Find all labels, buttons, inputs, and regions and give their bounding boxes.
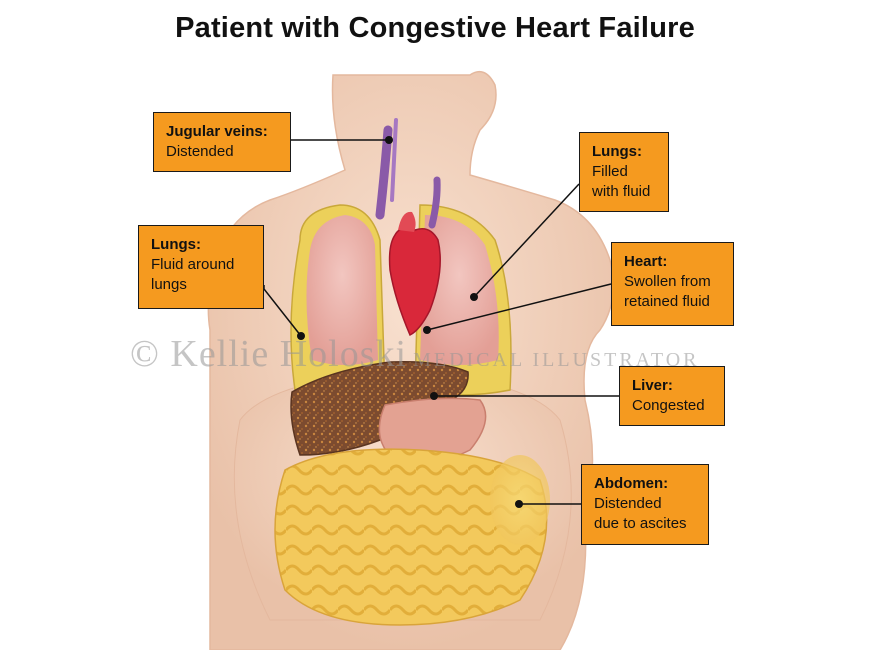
callout-liver: Liver: Congested	[619, 366, 725, 426]
leader-dots	[297, 136, 523, 508]
dot-jugular	[385, 136, 393, 144]
stomach-organ	[378, 397, 487, 465]
callout-text: Congested	[632, 397, 705, 414]
watermark-main: © Kellie Holoski	[130, 333, 408, 375]
callout-text: Distended due to ascites	[594, 495, 687, 532]
heart-organ	[388, 211, 441, 337]
callout-lungs-fluid-around: Lungs: Fluid around lungs	[138, 225, 264, 309]
callout-heart: Heart: Swollen from retained fluid	[611, 242, 734, 326]
callout-text: Swollen from retained fluid	[624, 273, 711, 310]
leader-lungs-left	[263, 285, 302, 337]
intestines-organ	[274, 448, 550, 626]
callout-abdomen: Abdomen: Distended due to ascites	[581, 464, 709, 545]
callout-heading: Liver:	[632, 377, 673, 394]
dot-lungs-left	[297, 332, 305, 340]
callout-heading: Lungs:	[592, 143, 642, 160]
leader-lungs-right	[473, 183, 580, 298]
dot-abdomen	[515, 500, 523, 508]
callout-heading: Heart:	[624, 253, 668, 270]
callout-text: Filled with fluid	[592, 163, 651, 200]
callout-text: Distended	[166, 143, 234, 160]
callout-heading: Jugular veins:	[166, 123, 268, 140]
callout-lungs-filled: Lungs: Filled with fluid	[579, 132, 669, 212]
callout-text: Fluid around lungs	[151, 256, 235, 293]
callout-heading: Abdomen:	[594, 475, 669, 492]
watermark-sub: MEDICAL ILLUSTRATOR	[413, 349, 700, 371]
dot-liver	[430, 392, 438, 400]
dot-heart	[423, 326, 431, 334]
leader-lines	[263, 139, 619, 505]
dot-lungs-right	[470, 293, 478, 301]
diagram-title: Patient with Congestive Heart Failure	[175, 12, 695, 44]
leader-heart	[426, 283, 612, 331]
callout-jugular-veins: Jugular veins: Distended	[153, 112, 291, 172]
callout-heading: Lungs:	[151, 236, 201, 253]
